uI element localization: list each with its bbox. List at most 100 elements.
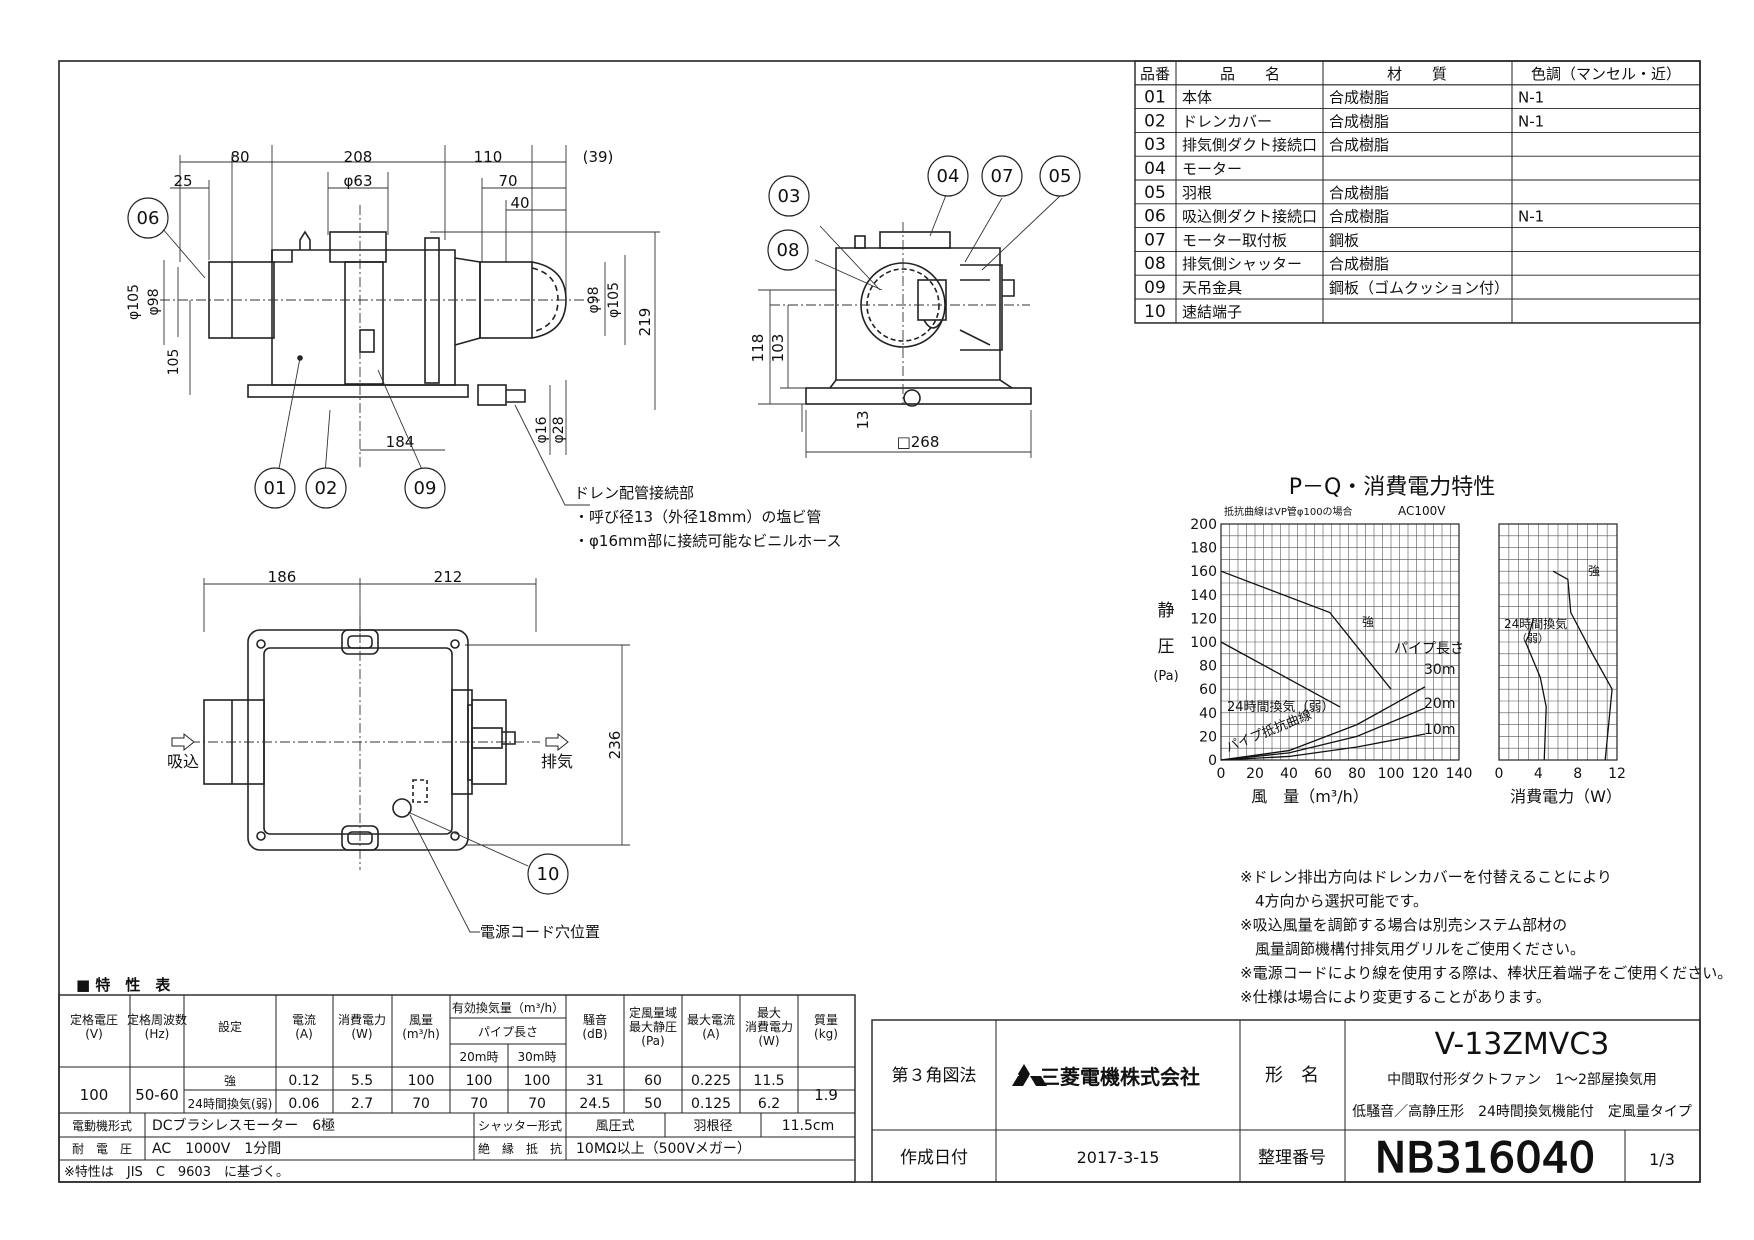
dim-phi105-left: φ105 [126, 284, 142, 320]
dim-phi63: φ63 [344, 172, 373, 190]
parts-row-5-col-1: 05 [1144, 183, 1166, 203]
pq-ytick: 80 [1199, 659, 1217, 675]
dim-208: 208 [344, 148, 373, 166]
balloon-label-02: 02 [315, 478, 338, 499]
balloon-01: 01 [254, 467, 296, 509]
spec-row-1-col-1: 強 [224, 1074, 236, 1088]
dim-219: 219 [636, 308, 654, 337]
projection-method: 第３角図法 [892, 1066, 977, 1086]
balloon-06: 06 [127, 197, 169, 239]
spec-header-7: 有効換気量（m³/h） [452, 1000, 564, 1015]
pq-ytick: 40 [1199, 706, 1217, 722]
mitsubishi-logo-icon [1012, 1064, 1047, 1086]
parts-row-2-col-4: N-1 [1518, 112, 1544, 130]
title-block: 第３角図法 三菱電機株式会社 形 名 V-13ZMVC3 中間取付形ダクトファン… [871, 1019, 1701, 1183]
parts-row-3-col-1: 03 [1144, 135, 1166, 155]
spec-row-2-col-9: 0.125 [691, 1096, 731, 1112]
spec-row-1-col-3: 5.5 [351, 1073, 373, 1089]
spec-row-2-col-1: 24時間換気(弱) [188, 1096, 273, 1111]
spec-row-2-col-7: 24.5 [579, 1096, 610, 1112]
parts-row-3-col-3: 合成樹脂 [1329, 136, 1389, 154]
parts-row-1-col-2: 本体 [1182, 89, 1212, 107]
parts-row-8-col-3: 合成樹脂 [1329, 255, 1389, 273]
spec-row-1-col-2: 0.12 [288, 1073, 319, 1089]
dim-118: 118 [749, 334, 767, 363]
side-body-outline [805, 231, 1032, 407]
spec-row-1-col-6: 100 [524, 1073, 551, 1089]
parts-row-10-col-2: 速結端子 [1182, 303, 1242, 321]
power-annot-strong: 強 [1588, 564, 1600, 578]
dim-186: 186 [268, 568, 297, 586]
model-desc-2: 低騒音／高静圧形 24時間換気機能付 定風量タイプ [1352, 1103, 1692, 1120]
power-annot-weak: （弱） [1516, 632, 1549, 645]
spec-insulation-label: 絶 縁 抵 抗 [478, 1141, 562, 1156]
note-2: 4方向から選択可能です。 [1240, 892, 1428, 910]
parts-header-material: 材 質 [1387, 65, 1447, 83]
plan-view: 吸込 排気 186 212 236 電源コード穴位置 [167, 568, 630, 941]
spec-row-1-col-9: 0.225 [691, 1073, 731, 1089]
spec-row-2-col-4: 70 [412, 1096, 430, 1112]
spec-row-1-col-10: 11.5 [753, 1073, 784, 1089]
parts-row-9-col-2: 天吊金具 [1182, 279, 1242, 297]
spec-mass: 1.9 [814, 1086, 838, 1104]
balloon-label-06: 06 [137, 208, 160, 229]
chart-xlabel: 風 量（m³/h） [1251, 787, 1369, 806]
parts-row-8-col-1: 08 [1144, 254, 1166, 274]
annot-24h: 24時間換気（弱） [1227, 699, 1335, 715]
spec-footnote: ※特性は JIS C 9603 に基づく。 [64, 1165, 289, 1180]
spec-row-2-col-2: 0.06 [288, 1096, 319, 1112]
side-dimension-lines [758, 189, 1061, 458]
parts-row-1-col-4: N-1 [1518, 89, 1544, 107]
spec-frequency: 50-60 [135, 1086, 179, 1104]
parts-row-1-col-3: 合成樹脂 [1329, 89, 1389, 107]
spec-grid [59, 995, 855, 1161]
side-center-lines [770, 222, 1030, 405]
annot-strong: 強 [1362, 615, 1374, 629]
spec-header-12: 質量(kg) [814, 1012, 838, 1041]
note-6: ※仕様は場合により変更することがあります。 [1240, 988, 1551, 1006]
title-block-grid [872, 1020, 1700, 1182]
parts-row-1-col-1: 01 [1144, 88, 1166, 108]
pq-ytick: 200 [1190, 517, 1217, 533]
spec-sub-20m: 20m時 [460, 1050, 499, 1064]
spec-sub-30m: 30m時 [518, 1050, 557, 1064]
front-leader-lines [161, 227, 590, 506]
date-label: 作成日付 [900, 1148, 968, 1168]
parts-table-grid [1175, 61, 1513, 323]
pq-grid [1220, 523, 1460, 761]
balloon-07: 07 [981, 155, 1023, 197]
drain-note-title: ドレン配管接続部 [574, 484, 694, 502]
spec-pipe-length: パイプ長さ [478, 1025, 538, 1039]
spec-row-2-col-6: 70 [528, 1096, 546, 1112]
dim-110: 110 [474, 148, 503, 166]
dim-268: □268 [897, 433, 940, 451]
balloon-04: 04 [927, 155, 969, 197]
pq-xtick: 140 [1446, 766, 1473, 782]
side-view: 118 103 13 □268 [749, 189, 1061, 458]
pq-series-line-5 [1220, 733, 1426, 761]
spec-header-10: 最大電流(A) [687, 1013, 735, 1041]
spec-header-9: 定風量域最大静圧(Pa) [629, 1005, 677, 1048]
pq-series-line-1 [1220, 570, 1392, 690]
dim-40: 40 [510, 194, 529, 212]
front-dimension-lines [163, 161, 660, 455]
chart-title: P－Q・消費電力特性 [1289, 475, 1496, 500]
plan-dimension-lines [203, 578, 630, 846]
date-value: 2017-3-15 [1077, 1148, 1160, 1167]
spec-motor-value: DCブラシレスモーター 6極 [152, 1117, 335, 1134]
spec-motor-label: 電動機形式 [72, 1118, 132, 1133]
dim-39: (39) [583, 148, 614, 166]
power-series-line-1 [1552, 570, 1613, 761]
number-label: 整理番号 [1258, 1148, 1326, 1168]
front-extension-lines [179, 145, 567, 300]
model-number: V-13ZMVC3 [1435, 1027, 1610, 1062]
dim-phi16: φ16 [534, 416, 550, 443]
pq-ytick: 0 [1208, 753, 1217, 769]
power-series [1524, 570, 1613, 761]
dim-236: 236 [606, 731, 624, 760]
power-annot-24h: 24時間換気 [1504, 616, 1567, 631]
balloon-label-01: 01 [264, 478, 287, 499]
